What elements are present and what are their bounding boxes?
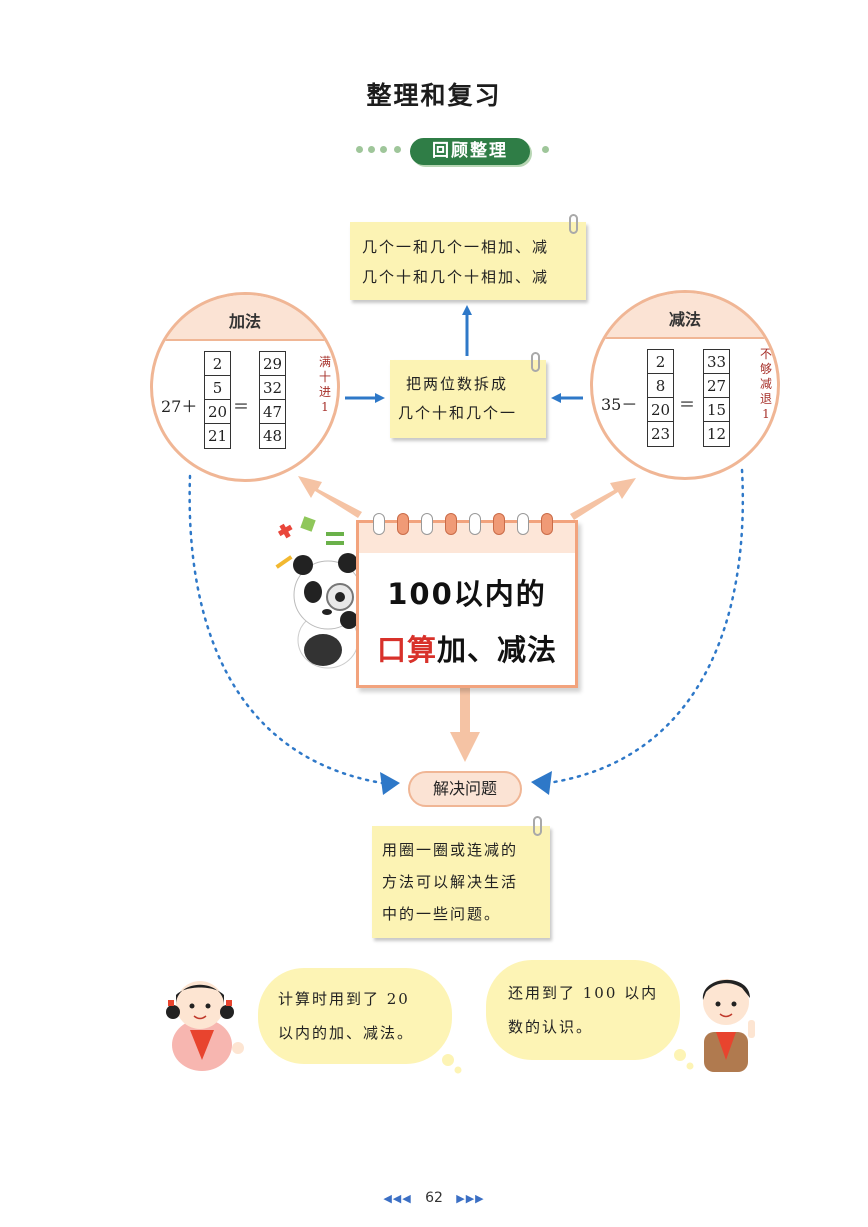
peach-arrow-down (450, 688, 480, 762)
section-badge: 回顾整理 (410, 138, 530, 165)
subtraction-prefix: 35－ (601, 395, 638, 414)
column-cell: 21 (207, 427, 228, 445)
triangle-right-icon: ▶▶▶ (456, 1192, 485, 1205)
column-cell: 20 (205, 400, 230, 424)
paperclip-icon (569, 214, 578, 234)
dotted-path-left (188, 474, 390, 786)
carry-note: 满 十 进 1 (318, 355, 331, 414)
bubble-line: 还用到了 100 以内 (508, 984, 659, 1002)
boy-avatar-icon (702, 979, 755, 1072)
column-cell: 2 (205, 352, 230, 376)
speech-bubble-boy: 还用到了 100 以内 数的认识。 (486, 960, 680, 1060)
topic-title-rest: 加、减法 (437, 633, 558, 667)
panda-icon (275, 516, 363, 669)
page-number: ◀◀◀ 62 ▶▶▶ (0, 1190, 868, 1206)
badge-dots-right (542, 146, 556, 156)
subtraction-title: 减法 (668, 310, 701, 329)
column-cell: 5 (205, 376, 230, 400)
bubble-line: 数的认识。 (508, 1018, 594, 1036)
borrow-note: 不 够 减 退 1 (759, 347, 772, 421)
topic-calendar-card: 100以内的 口算加、减法 (356, 513, 578, 688)
paperclip-icon (533, 816, 542, 836)
column-cell: 32 (260, 376, 285, 400)
dotted-path-right (546, 468, 744, 785)
bubble-line: 以内的加、减法。 (278, 1024, 415, 1042)
column-cell: 12 (706, 425, 727, 443)
addition-equals: ＝ (233, 397, 250, 416)
peach-arrow-left (298, 476, 362, 518)
speech-bubble-girl: 计算时用到了 20 以内的加、减法。 (258, 968, 452, 1064)
subtraction-left-column: 2 8 20 23 (647, 349, 674, 447)
column-cell: 2 (648, 350, 673, 374)
note-split-number: 把两位数拆成 几个十和几个一 (390, 352, 546, 438)
note-line: 方法可以解决生活 (382, 873, 519, 891)
addition-prefix: 27＋ (161, 397, 198, 416)
addition-circle: 加法 27＋ 2 5 20 21 ＝ 29 32 47 48 满 十 进 1 (150, 292, 340, 482)
triangle-left-icon: ◀◀◀ (383, 1192, 412, 1205)
topic-title-line2: 口算加、减法 (359, 627, 575, 669)
note-line: 用圈一圈或连减的 (382, 841, 519, 859)
column-cell: 20 (648, 398, 673, 422)
addition-title: 加法 (228, 312, 261, 331)
column-cell: 23 (650, 425, 671, 443)
column-cell: 29 (260, 352, 285, 376)
note-line: 几个十和几个十相加、减 (362, 268, 550, 286)
note-solve-problems: 用圈一圈或连减的 方法可以解决生活 中的一些问题。 (372, 816, 550, 938)
addition-right-column: 29 32 47 48 (259, 351, 286, 449)
column-cell: 15 (704, 398, 729, 422)
note-line: 几个一和几个一相加、减 (362, 238, 550, 256)
column-cell: 8 (648, 374, 673, 398)
note-line: 把两位数拆成 (406, 375, 509, 393)
solve-problems-label: 解决问题 (408, 771, 522, 807)
subtraction-equals: ＝ (679, 395, 696, 414)
column-cell: 27 (704, 374, 729, 398)
note-line: 中的一些问题。 (382, 905, 502, 923)
page-number-value: 62 (425, 1190, 443, 1206)
note-line: 几个十和几个一 (398, 404, 518, 422)
subtraction-circle: 减法 35－ 2 8 20 23 ＝ 33 27 15 12 不 够 减 退 1 (590, 290, 780, 480)
badge-dots-left (356, 146, 406, 156)
topic-title-highlight: 口算 (376, 633, 437, 667)
topic-title-line1: 100以内的 (387, 577, 547, 611)
addition-left-column: 2 5 20 21 (204, 351, 231, 449)
subtraction-right-column: 33 27 15 12 (703, 349, 730, 447)
column-cell: 47 (260, 400, 285, 424)
peach-arrow-right (570, 478, 636, 520)
girl-avatar-icon (166, 981, 244, 1071)
page-title: 整理和复习 (366, 81, 502, 110)
dotted-arrowhead-right (531, 771, 552, 795)
dotted-arrowhead-left (380, 772, 400, 795)
note-add-subtract-units: 几个一和几个一相加、减 几个十和几个十相加、减 (350, 214, 586, 300)
bubble-line: 计算时用到了 20 (278, 990, 410, 1008)
column-cell: 48 (262, 427, 283, 445)
paperclip-icon (531, 352, 540, 372)
column-cell: 33 (704, 350, 729, 374)
